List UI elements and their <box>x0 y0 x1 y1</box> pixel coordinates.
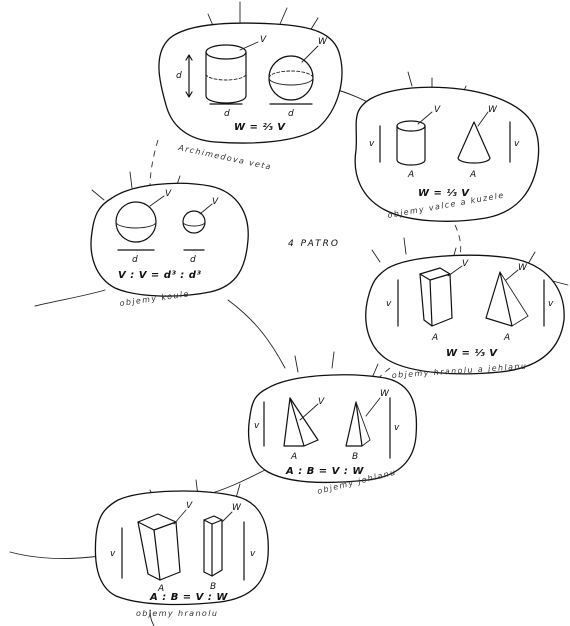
formula-pyramids: A : B = V : W <box>285 466 364 477</box>
label-base-a: A <box>407 170 414 180</box>
label-height-b: v <box>394 423 400 433</box>
formula-prism-pyramid: W = ⅓ V <box>446 348 498 359</box>
prism-shape <box>419 267 453 327</box>
path-prisms-left <box>9 551 101 560</box>
room-archimedes: V W d d d W = ⅔ V Archimedova veta <box>158 22 343 172</box>
room-blob-prism-pyramid <box>365 254 565 375</box>
path-prism-to-pyramids <box>374 367 391 383</box>
label-base-b: A <box>503 333 510 343</box>
formula-prisms: A : B = V : W <box>149 592 228 603</box>
label-v: V <box>434 105 441 115</box>
pyramid-shape <box>485 271 529 327</box>
label-w: W <box>518 263 528 273</box>
label-w: W <box>380 389 390 399</box>
label-base-a: A <box>431 333 438 343</box>
label-v: V <box>318 397 325 407</box>
formula-cylinder-cone: W = ⅓ V <box>418 188 470 199</box>
label-base-a: A <box>290 452 297 462</box>
label-height-b: v <box>548 299 554 309</box>
room-blob-cylinder-cone <box>354 86 540 222</box>
label-w: W <box>232 503 242 513</box>
label-base-a: A <box>157 584 164 594</box>
room-tufts <box>91 1 536 503</box>
label-v-big: V <box>165 189 172 199</box>
room-blob-archimedes <box>158 22 343 144</box>
cone-shape <box>457 121 491 164</box>
caption-prisms: objemy hranolu <box>136 609 218 618</box>
label-base-b: B <box>352 452 358 462</box>
sphere-big <box>115 201 157 243</box>
label-height-a: v <box>110 549 116 559</box>
room-blob-spheres <box>90 182 249 297</box>
label-width-d-a: d <box>224 109 230 119</box>
label-base-b: A <box>469 170 476 180</box>
label-height-a: v <box>254 421 260 431</box>
label-base-b: B <box>210 582 216 592</box>
label-v: V <box>462 259 469 269</box>
label-d-small: d <box>190 255 196 265</box>
room-cylinder-cone: V W v v A A W = ⅓ V objemy valce a kuzel… <box>354 86 540 222</box>
room-blob-prisms <box>94 490 269 606</box>
sphere-shape <box>268 55 314 101</box>
label-height-d: d <box>176 71 182 81</box>
label-height-b: v <box>250 549 256 559</box>
path-prisms-bottom <box>149 609 155 626</box>
room-prisms: V W v v A B A : B = V : W objemy hranolu <box>94 490 269 618</box>
prism-shape-b <box>203 515 223 577</box>
room-prism-pyramid: V W v v A A W = ⅓ V objemy hranolu a jeh… <box>365 254 565 380</box>
pyramid-shape-a <box>283 397 319 447</box>
label-w: W <box>488 105 498 115</box>
room-spheres: V V d d V : V = d³ : d³ objemy koule <box>90 182 249 308</box>
formula-spheres: V : V = d³ : d³ <box>118 270 201 281</box>
label-v: V <box>186 501 193 511</box>
label-cylinder-v: V <box>260 35 267 45</box>
room-pyramids: V W v v A B A : B = V : W objemy jehlanu <box>247 374 418 496</box>
path-spheres-left <box>34 289 106 307</box>
label-height-a: v <box>369 139 375 149</box>
label-height-a: v <box>386 299 392 309</box>
label-v-small: V <box>212 197 219 207</box>
path-pyramids-to-prisms <box>204 469 266 496</box>
cylinder-shape <box>205 44 247 104</box>
label-d-big: d <box>132 255 138 265</box>
label-width-d-b: d <box>288 109 294 119</box>
path-archimedes-to-spheres <box>149 139 159 189</box>
sphere-small <box>182 210 206 234</box>
formula-archimedes: W = ⅔ V <box>234 122 286 133</box>
pyramid-shape-b <box>345 401 371 447</box>
floor-label: 4 PATRO <box>288 239 340 249</box>
caption-archimedes: Archimedova veta <box>177 143 273 172</box>
label-height-b: v <box>514 139 520 149</box>
cylinder-shape-2 <box>396 120 426 166</box>
label-sphere-w: W <box>318 37 328 47</box>
path-spheres-to-pyramids <box>227 299 286 369</box>
